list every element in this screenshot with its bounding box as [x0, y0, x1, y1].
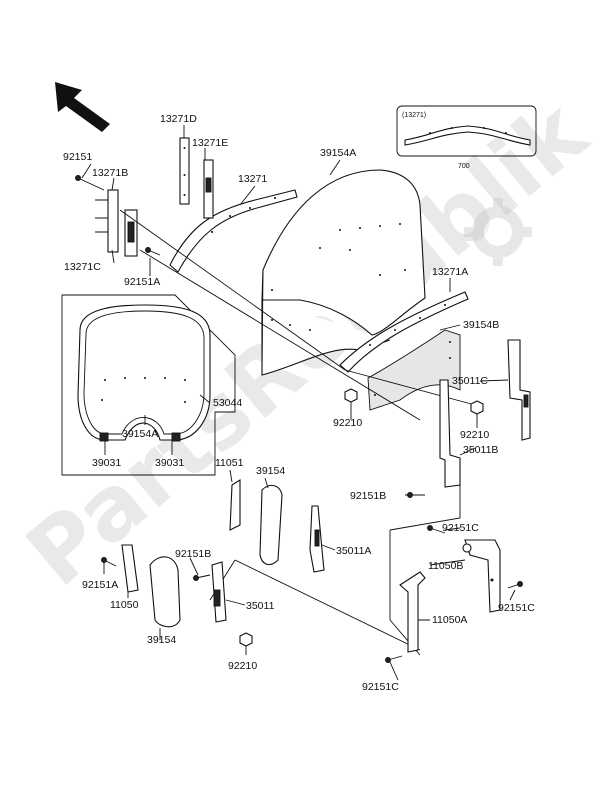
label-39031-right: 39031	[155, 457, 184, 469]
bracket-13271A	[339, 291, 469, 373]
bolt-92151A-top	[145, 247, 161, 256]
bracket-13271D	[179, 137, 190, 205]
bracket-35011B	[439, 379, 461, 488]
bracket-35011C	[507, 339, 531, 441]
label-11050B: 11050B	[428, 560, 463, 572]
panel-11050	[121, 544, 139, 593]
inset-13271: (13271) 700	[396, 105, 537, 170]
bolt-92151B-left	[193, 574, 211, 581]
bolt-92151C-bottom	[385, 655, 403, 663]
panel-11051	[229, 479, 241, 531]
label-92151A-top: 92151A	[124, 276, 160, 288]
bracket-13271	[169, 189, 298, 273]
screen-39154-bottom	[149, 556, 181, 628]
label-92151A-bottom: 92151A	[82, 579, 118, 591]
label-92210-right: 92210	[460, 429, 489, 441]
label-39154A-inset: 39154A	[122, 428, 158, 440]
label-92151C-right: 92151C	[442, 522, 479, 534]
inset-label-top: (13271)	[402, 112, 426, 119]
windshield-39154A	[261, 169, 426, 376]
label-92151-top: 92151	[63, 151, 92, 163]
inset-screen-view	[61, 294, 236, 476]
label-11051: 11051	[215, 457, 244, 469]
label-11050A: 11050A	[432, 614, 467, 626]
label-35011: 35011	[246, 600, 275, 612]
label-53044: 53044	[213, 397, 242, 409]
label-39154-mid: 39154	[256, 465, 285, 477]
bracket-13271E	[203, 159, 214, 219]
label-39154-bottom: 39154	[147, 634, 176, 646]
label-92151B-left: 92151B	[175, 548, 211, 560]
label-13271A: 13271A	[432, 266, 468, 278]
label-13271E: 13271E	[192, 137, 228, 149]
label-35011A: 35011A	[336, 545, 371, 557]
bracket-35011A	[309, 505, 325, 573]
screen-39154-mid	[259, 484, 283, 566]
assembly-lines	[119, 209, 476, 421]
label-35011B: 35011B	[463, 444, 498, 456]
label-13271C: 13271C	[64, 261, 101, 273]
part-labels: 13271D 13271E 92151 13271B 13271 39154A …	[63, 113, 535, 693]
leader-lines	[81, 125, 516, 681]
gear-icon	[464, 198, 532, 266]
label-92151B-mid: 92151B	[350, 490, 386, 502]
label-39154B: 39154B	[463, 319, 499, 331]
nut-92210-right	[470, 400, 484, 415]
direction-arrow-icon	[55, 82, 110, 132]
label-39031-left: 39031	[92, 457, 121, 469]
bracket-11050A	[399, 571, 426, 653]
label-92210-mid: 92210	[333, 417, 362, 429]
bracket-35011	[211, 561, 227, 623]
bracket-13271B	[95, 189, 138, 257]
bolt-92151B-mid	[405, 492, 425, 498]
nut-92210-bottom	[239, 632, 253, 647]
label-13271D: 13271D	[160, 113, 197, 125]
inset-label-bottom: 700	[458, 163, 470, 170]
bracket-11050B	[462, 539, 501, 613]
label-13271: 13271	[238, 173, 267, 185]
bolt-92151C-right	[427, 525, 446, 534]
bolt-92151-top	[75, 175, 105, 191]
bolt-92151C-rb	[507, 581, 523, 589]
frame-lines-1	[389, 470, 461, 531]
label-92151C-bottom: 92151C	[362, 681, 399, 693]
label-13271B: 13271B	[92, 167, 128, 179]
label-39154A-top: 39154A	[320, 147, 356, 159]
label-35011C: 35011C	[452, 375, 488, 387]
nut-92210-mid	[344, 388, 358, 403]
label-11050: 11050	[110, 599, 139, 611]
label-92210-bottom: 92210	[228, 660, 257, 672]
lower-screen-39154B	[367, 329, 461, 411]
label-92151C-right-bottom: 92151C	[498, 602, 535, 614]
